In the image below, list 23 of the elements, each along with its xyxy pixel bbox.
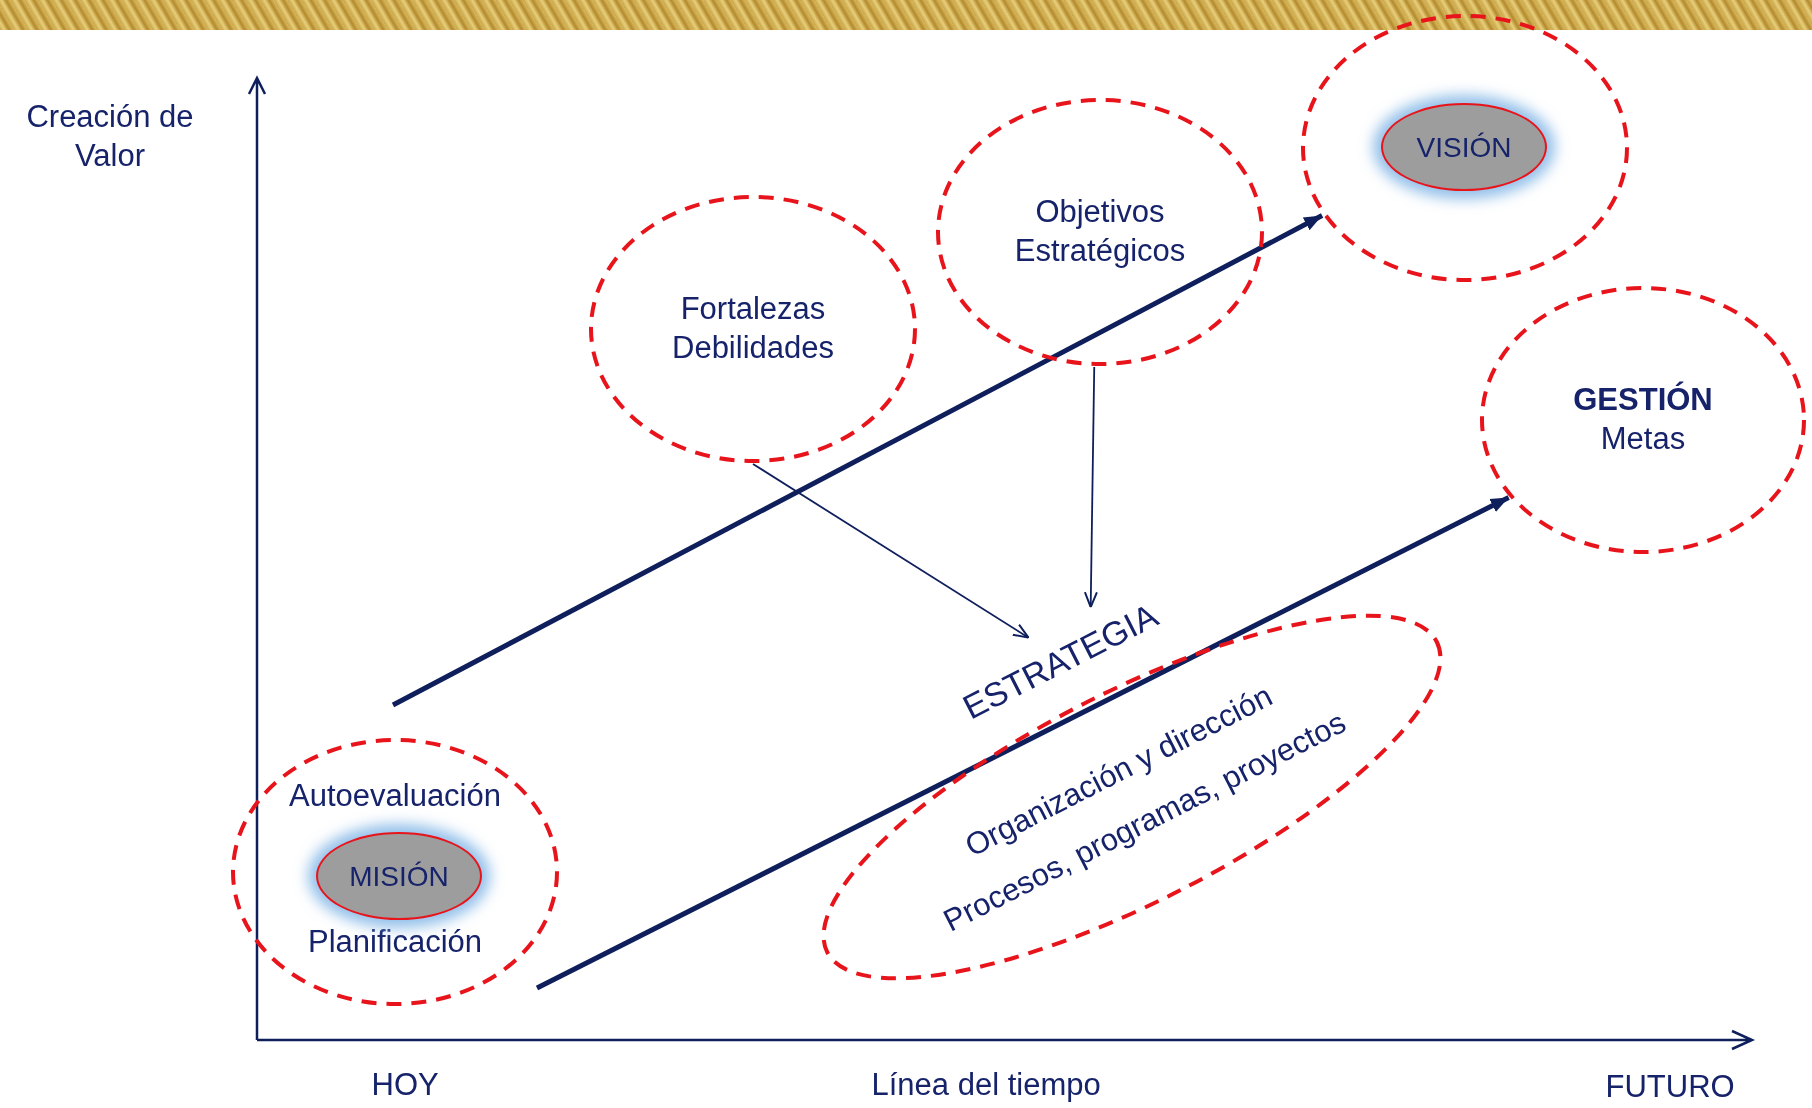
node-text: Fortalezas Debilidades [671,290,835,367]
highlighted-ellipse [1381,103,1547,191]
node-text: Objetivos Estratégicos [1013,193,1187,270]
arrow [1083,366,1098,609]
dashed-ellipse [230,737,560,1007]
node-text: VISIÓN [1416,130,1512,165]
dashed-ellipse [588,194,918,464]
node-text: Metas [1600,420,1686,458]
dashed-ellipse [1479,285,1807,555]
dashed-ellipse [935,97,1265,367]
arrow [391,213,1324,708]
axis-label: Creación de Valor [25,98,195,175]
highlighted-ellipse [316,832,482,920]
axis-label: Línea del tiempo [871,1066,1101,1104]
dashed-ellipse [1300,13,1630,283]
node-text: MISIÓN [349,859,449,894]
node-text: GESTIÓN [1573,381,1713,420]
node-text: Autoevaluación [289,777,501,815]
axis-label: FUTURO [1605,1068,1735,1106]
arrow [535,495,1510,991]
arrow [752,463,1030,639]
axis-label: HOY [371,1066,439,1104]
node-text: Planificación [307,923,482,962]
